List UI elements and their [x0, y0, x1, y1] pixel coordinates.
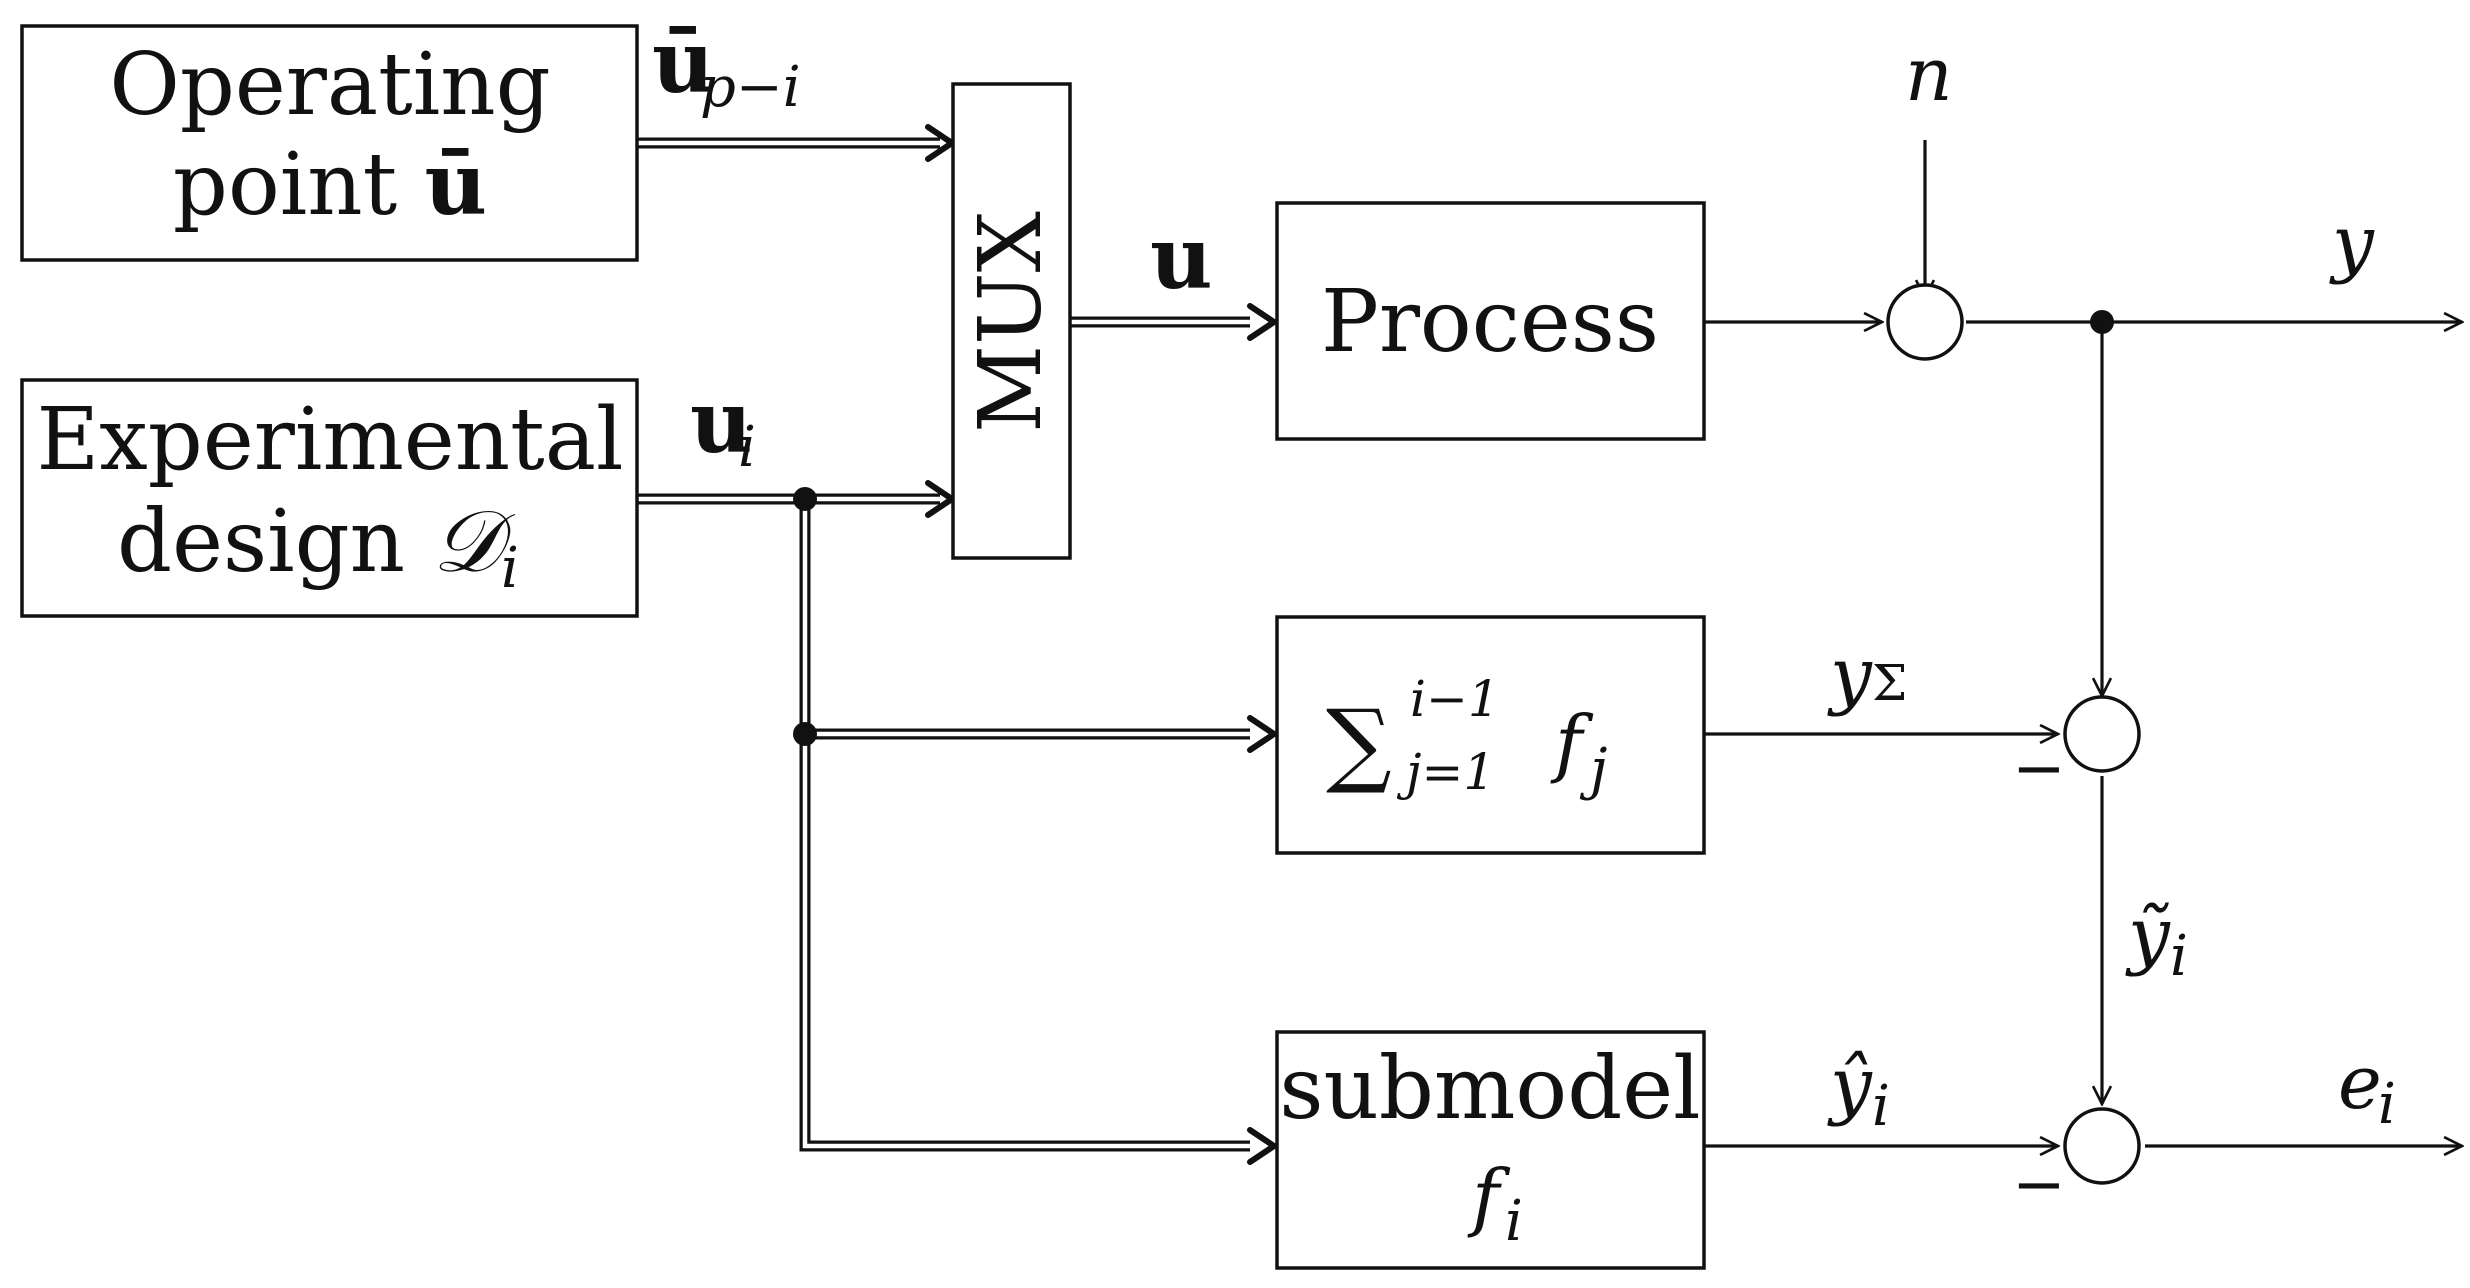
vector-arrowheads — [925, 124, 1277, 1165]
experimental-design-block — [20, 378, 639, 618]
svg-text:ū: ū — [652, 12, 715, 113]
svg-text:u: u — [690, 372, 753, 473]
vector-wires — [637, 137, 1250, 1152]
signal-e-i: e i — [2338, 1040, 2396, 1137]
summing-junction-error — [2063, 1107, 2141, 1185]
summing-junction-residual — [2063, 695, 2141, 773]
experimental-design-label-line1: Experimental — [36, 390, 623, 490]
signal-y: y — [2329, 200, 2375, 286]
scalar-wires — [1704, 140, 2462, 1146]
svg-text:j=1: j=1 — [1396, 743, 1495, 801]
svg-text:ŷ: ŷ — [1827, 1042, 1873, 1128]
signal-u: u — [1150, 208, 1213, 309]
signal-y-tilde-i: ỹ i — [2125, 892, 2188, 989]
svg-text:i: i — [738, 415, 756, 480]
minus-sign-y-hat: − — [2012, 1148, 2066, 1222]
svg-text:Σ: Σ — [1872, 654, 1907, 712]
svg-text:∑: ∑ — [1326, 690, 1392, 797]
arrowhead-submodel — [1247, 1127, 1277, 1165]
svg-text:i: i — [2170, 924, 2188, 989]
signal-u-bar-p-minus-i: ū p−i — [652, 12, 801, 120]
svg-text:e: e — [2338, 1040, 2382, 1126]
submodel-block — [1275, 1030, 1706, 1270]
process-label: Process — [1321, 272, 1659, 372]
process-block — [1275, 201, 1706, 441]
junction-dot-branch — [793, 722, 817, 746]
submodel-label-line1: submodel — [1279, 1039, 1700, 1139]
minus-sign-y-sigma: − — [2012, 732, 2066, 806]
experimental-design-label-line2: design 𝒟i — [117, 492, 519, 601]
svg-text:i: i — [1505, 1189, 1523, 1254]
svg-text:ỹ: ỹ — [2125, 892, 2171, 978]
svg-text:i: i — [1872, 1074, 1890, 1139]
operating-point-label-line1: Operating — [109, 35, 550, 135]
sum-model-block — [1275, 615, 1706, 855]
svg-text:y: y — [1827, 632, 1873, 718]
signal-y-sigma: y Σ — [1827, 632, 1907, 718]
svg-text:p−i: p−i — [700, 55, 801, 120]
svg-text:i−1: i−1 — [1410, 670, 1500, 728]
signal-u-i: u i — [690, 372, 756, 480]
mux-block — [951, 82, 1072, 560]
sum-model-label: ∑ i−1 j=1 f j — [1326, 670, 1607, 802]
operating-point-block — [20, 24, 639, 262]
arrowhead-process — [1247, 303, 1277, 341]
signal-y-hat-i: ŷ i — [1827, 1042, 1890, 1139]
summing-junction-noise — [1886, 283, 1964, 361]
junction-dot-ui — [793, 487, 817, 511]
svg-text:i: i — [2378, 1072, 2396, 1137]
signal-n: n — [1905, 32, 1953, 118]
mux-label: MUX — [961, 211, 1061, 433]
operating-point-label-line2: point ū — [173, 134, 487, 235]
arrowhead-sum-model — [1247, 715, 1277, 753]
